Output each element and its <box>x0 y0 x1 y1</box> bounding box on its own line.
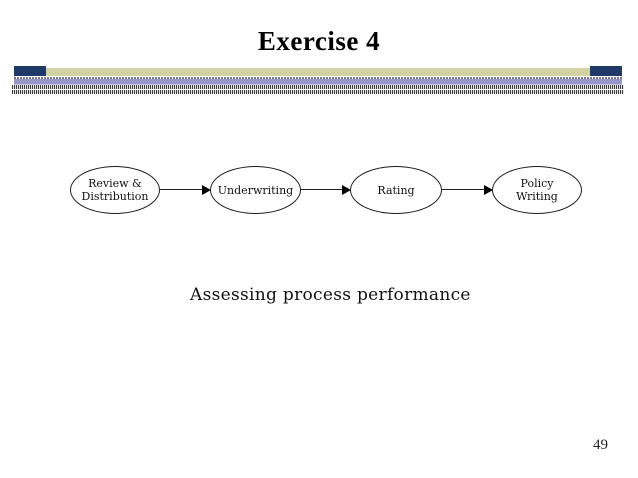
arrowhead-icon <box>484 185 493 195</box>
divider-lavender-line <box>14 84 622 85</box>
arrow-shaft <box>159 189 204 190</box>
decorative-divider <box>12 66 624 94</box>
arrow-shaft <box>441 189 486 190</box>
divider-purple-bar <box>14 79 622 84</box>
arrowhead-icon <box>202 185 211 195</box>
page-number: 49 <box>593 437 608 453</box>
node-underwriting: Underwriting <box>210 166 301 214</box>
caption-text: Assessing process performance <box>190 285 471 305</box>
node-review-distribution: Review & Distribution <box>70 166 160 214</box>
arrowhead-icon <box>342 185 351 195</box>
divider-dotted-line <box>14 77 622 79</box>
divider-right-navy-cap <box>590 66 622 76</box>
divider-hatch-row <box>12 85 624 89</box>
divider-hatch-row <box>12 90 624 94</box>
slide-title: Exercise 4 <box>257 26 381 56</box>
divider-tan-bar <box>14 68 622 76</box>
flow-arrow <box>300 184 351 196</box>
flow-arrow <box>159 184 211 196</box>
flow-arrow <box>441 184 493 196</box>
node-policy-writing: Policy Writing <box>492 166 582 214</box>
node-rating: Rating <box>350 166 442 214</box>
arrow-shaft <box>300 189 344 190</box>
divider-left-navy-cap <box>14 66 46 76</box>
